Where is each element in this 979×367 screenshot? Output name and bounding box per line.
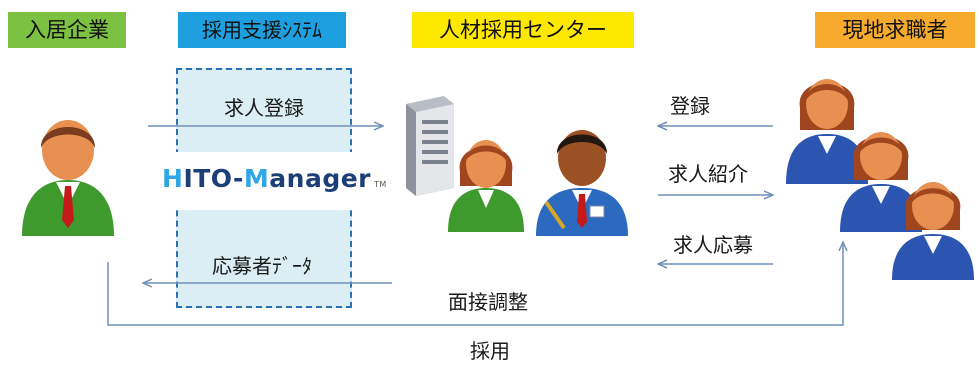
company-person-icon [22, 120, 114, 236]
job-referral-label: 求人紹介 [668, 162, 748, 186]
center-staff-woman-icon [448, 140, 524, 232]
job-seeker-icon [840, 132, 922, 232]
center-staff-man-icon [536, 130, 628, 236]
job-seeker-icon [786, 79, 868, 184]
hiring-label: 採用 [470, 339, 510, 363]
system-header: 採用支援ｼｽﾃﾑ [178, 12, 346, 48]
center-header: 人材採用センター [412, 12, 634, 48]
interview-label: 面接調整 [448, 290, 528, 314]
seekers-header: 現地求職者 [815, 12, 975, 48]
job-application-label: 求人応募 [673, 233, 753, 257]
logo-band [150, 152, 380, 210]
server-icon [406, 96, 454, 196]
job-registration-label: 求人登録 [224, 96, 304, 120]
job-seeker-icon [892, 182, 974, 280]
company-header: 入居企業 [8, 12, 126, 48]
registration-label: 登録 [670, 94, 710, 118]
hiring-arrow [107, 242, 843, 326]
applicant-data-label: 応募者ﾃﾞｰﾀ [212, 254, 312, 278]
